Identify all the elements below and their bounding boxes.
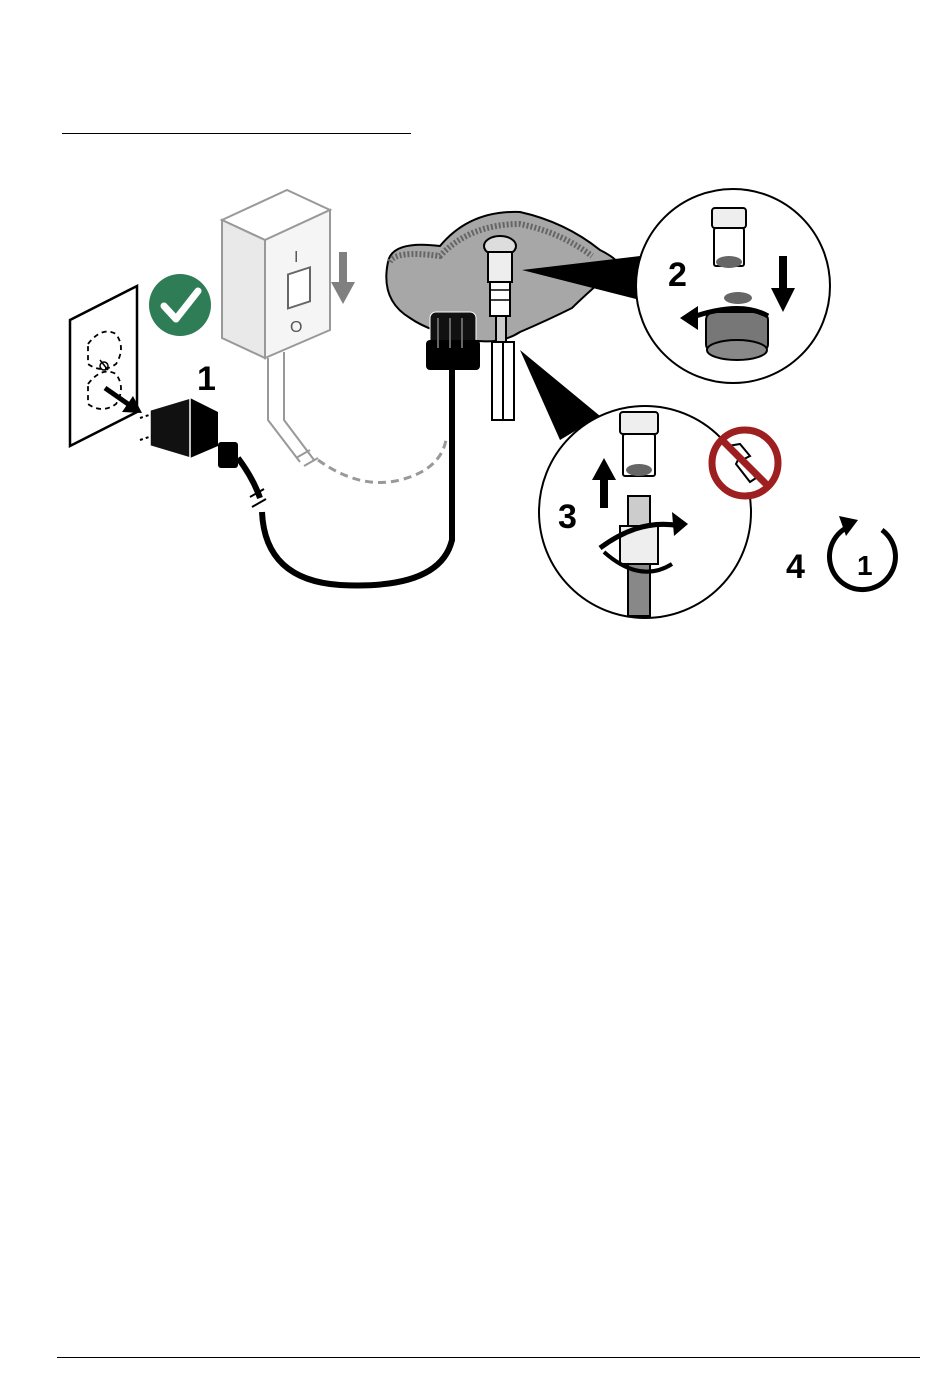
checkmark-icon [149, 274, 211, 336]
step-2-number: 2 [668, 256, 687, 294]
restart-count: 1 [857, 550, 873, 581]
detail-circle-step2: 2 [636, 189, 830, 383]
step-4-number: 4 [786, 548, 805, 586]
step-1-number: 1 [197, 360, 216, 398]
no-wrench-icon [712, 430, 778, 496]
power-plug [140, 398, 266, 507]
switch-off-label: O [290, 319, 302, 336]
switch-down-arrow-icon [331, 252, 355, 304]
step-3-number: 3 [558, 498, 577, 536]
installation-illustration: 1 I O [0, 0, 950, 640]
switch-on-label: I [294, 249, 298, 266]
footer-rule [57, 1357, 920, 1358]
restart-icon: 1 [829, 516, 895, 590]
cable-gland [426, 312, 480, 370]
wall-outlet [70, 286, 142, 446]
power-cable [262, 370, 452, 585]
disconnect-switch: I O [222, 190, 330, 466]
dashed-wire [318, 440, 446, 483]
